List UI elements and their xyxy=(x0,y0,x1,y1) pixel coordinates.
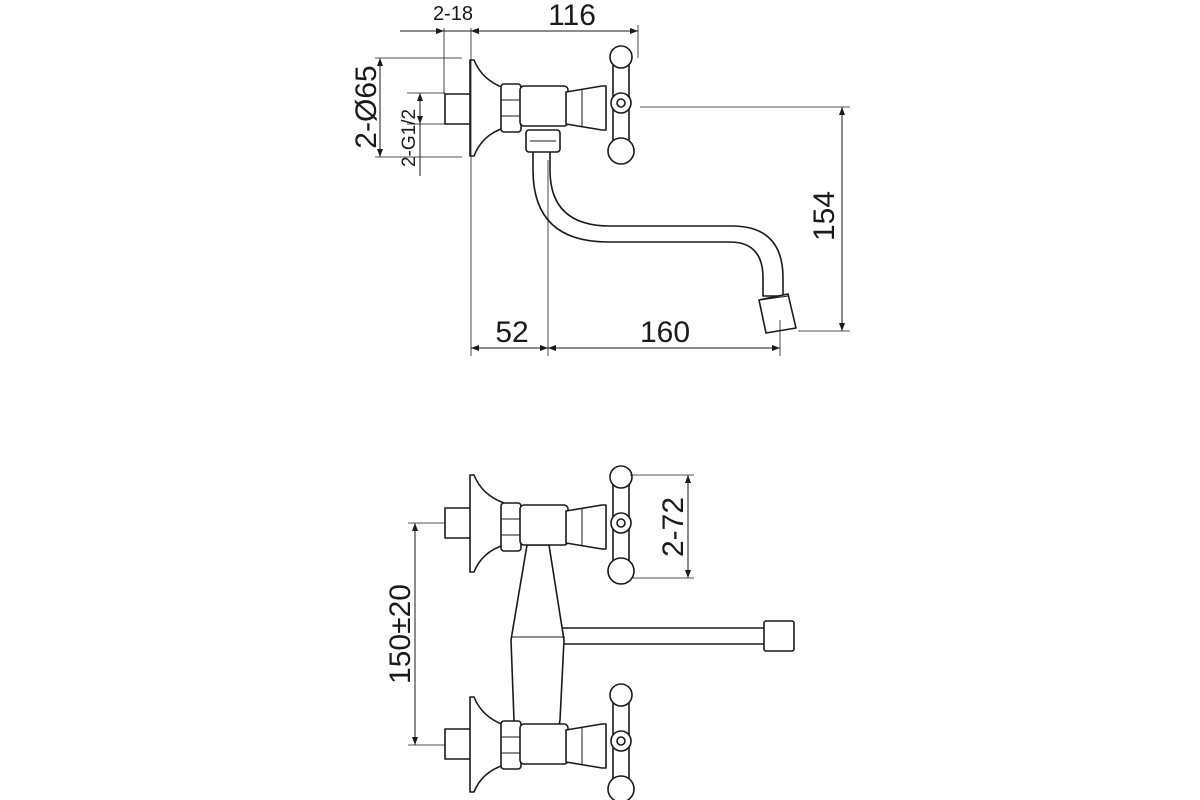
dim-thread: 2-G1/2 xyxy=(399,109,420,167)
dim-center-distance: 150±20 xyxy=(384,584,417,684)
hex-nut-side xyxy=(500,83,522,133)
spout-side xyxy=(532,149,784,297)
dim-handle-span: 2-72 xyxy=(657,497,690,557)
handle-side xyxy=(607,45,635,165)
lower-bonnet-front xyxy=(565,723,607,769)
lower-handle-front xyxy=(607,683,635,800)
thread-connector xyxy=(444,93,472,125)
body-front xyxy=(510,544,565,747)
lower-nut-front xyxy=(500,720,522,770)
lower-body-front xyxy=(519,723,569,765)
valve-body-side xyxy=(519,85,569,127)
dim-flange-diameter: 2-Ø65 xyxy=(350,65,383,148)
upper-bonnet-front xyxy=(565,504,607,550)
front-view: 2-72 150±20 xyxy=(384,465,795,800)
spout-front xyxy=(559,627,767,645)
side-view: 2-18 116 2-Ø65 2-G1/2 52 160 154 xyxy=(350,0,850,356)
dim-spout-height: 154 xyxy=(808,191,841,241)
lower-thread-front xyxy=(444,728,472,760)
dim-spout-reach: 160 xyxy=(640,316,690,349)
dim-body-length: 116 xyxy=(548,0,596,32)
lower-flange-front xyxy=(469,696,505,793)
upper-body-front xyxy=(519,504,569,546)
dim-wall-to-spout: 52 xyxy=(495,316,528,349)
spout-tip xyxy=(758,293,797,334)
spout-tip-front xyxy=(763,620,795,652)
upper-thread-front xyxy=(444,507,472,539)
upper-flange-front xyxy=(469,474,505,573)
wall-flange-side xyxy=(469,59,505,157)
upper-handle-front xyxy=(607,465,635,585)
dim-flange-offset: 2-18 xyxy=(433,3,473,25)
upper-nut-front xyxy=(500,502,522,552)
valve-bonnet-side xyxy=(565,85,607,131)
